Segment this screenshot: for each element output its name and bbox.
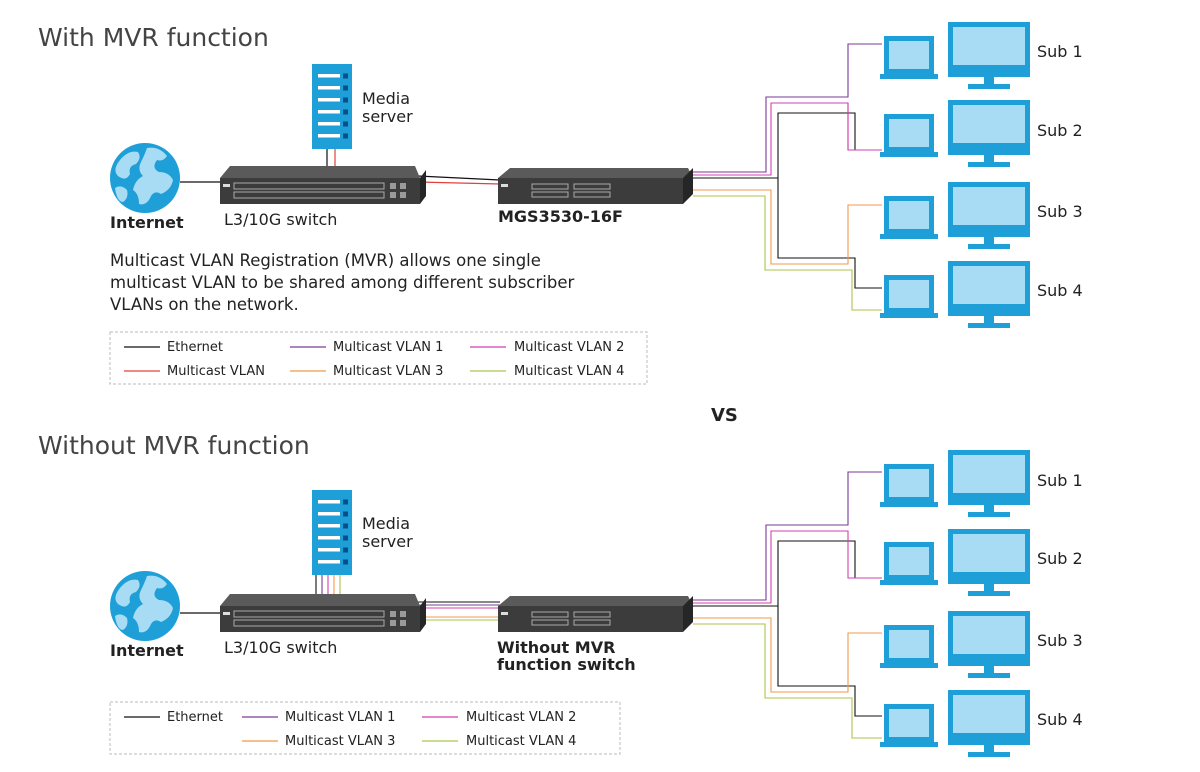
bottom-sub2-label: Sub 2 [1037, 549, 1083, 568]
top-sub1-monitor-icon [948, 22, 1030, 89]
bottom-access-switch-icon [497, 595, 694, 633]
bottom-sub1-label: Sub 1 [1037, 471, 1083, 490]
top-core-switch-icon [219, 165, 427, 205]
bottom-legend-ethernet: Ethernet [167, 710, 223, 725]
top-wiring [693, 43, 882, 311]
bottom-sub4-monitor-icon [948, 690, 1030, 757]
bottom-legend-vlan4: Multicast VLAN 4 [466, 734, 576, 749]
top-sub3-laptop-icon [880, 196, 938, 239]
top-description: Multicast VLAN Registration (MVR) allows… [110, 251, 580, 314]
bottom-sub3-label: Sub 3 [1037, 631, 1083, 650]
bottom-globe-icon [110, 571, 180, 641]
bottom-sub1-laptop-icon [880, 464, 938, 507]
top-legend: Ethernet Multicast VLAN 1 Multicast VLAN… [109, 331, 648, 385]
top-legend-ethernet: Ethernet [167, 340, 223, 355]
bottom-media-server-icon [312, 490, 352, 575]
bottom-legend: Ethernet Multicast VLAN 1 Multicast VLAN… [109, 701, 621, 755]
bottom-legend-vlan1: Multicast VLAN 1 [285, 710, 395, 725]
bottom-core-switch-icon [219, 593, 427, 633]
bottom-legend-vlan3: Multicast VLAN 3 [285, 734, 395, 749]
top-sub4-laptop-icon [880, 275, 938, 318]
bottom-sub4-label: Sub 4 [1037, 710, 1083, 729]
bottom-sub3-laptop-icon [880, 625, 938, 668]
top-sub4-monitor-icon [948, 261, 1030, 328]
top-sub2-monitor-icon [948, 100, 1030, 167]
vs-label: VS [711, 405, 738, 426]
bottom-wiring [693, 471, 882, 739]
top-legend-vlan3: Multicast VLAN 3 [333, 364, 443, 379]
top-sub3-monitor-icon [948, 182, 1030, 249]
bottom-sub1-monitor-icon [948, 450, 1030, 517]
top-title: With MVR function [38, 23, 269, 52]
bottom-title: Without MVR function [38, 431, 310, 460]
top-media-server-label: Media server [362, 89, 415, 126]
top-sub2-label: Sub 2 [1037, 121, 1083, 140]
bottom-media-server-label: Media server [362, 514, 415, 551]
bottom-sub2-monitor-icon [948, 529, 1030, 596]
top-media-server-icon [312, 64, 352, 149]
bottom-access-switch-label: Without MVR function switch [497, 638, 636, 674]
top-core-switch-label: L3/10G switch [224, 210, 337, 229]
top-sub2-laptop-icon [880, 114, 938, 157]
top-sub1-laptop-icon [880, 36, 938, 79]
top-access-switch-label: MGS3530-16F [498, 207, 623, 226]
bottom-sub3-monitor-icon [948, 611, 1030, 678]
top-legend-multicast-vlan: Multicast VLAN [167, 364, 265, 379]
top-sub1-label: Sub 1 [1037, 42, 1083, 61]
bottom-sub2-laptop-icon [880, 542, 938, 585]
top-globe-icon [110, 143, 180, 213]
top-sub4-label: Sub 4 [1037, 281, 1083, 300]
bottom-core-switch-label: L3/10G switch [224, 638, 337, 657]
bottom-internet-label: Internet [110, 641, 184, 660]
top-legend-vlan1: Multicast VLAN 1 [333, 340, 443, 355]
top-access-switch-icon [497, 167, 694, 205]
bottom-legend-vlan2: Multicast VLAN 2 [466, 710, 576, 725]
top-internet-label: Internet [110, 213, 184, 232]
top-legend-vlan4: Multicast VLAN 4 [514, 364, 624, 379]
top-legend-vlan2: Multicast VLAN 2 [514, 340, 624, 355]
top-sub3-label: Sub 3 [1037, 202, 1083, 221]
bottom-sub4-laptop-icon [880, 704, 938, 747]
